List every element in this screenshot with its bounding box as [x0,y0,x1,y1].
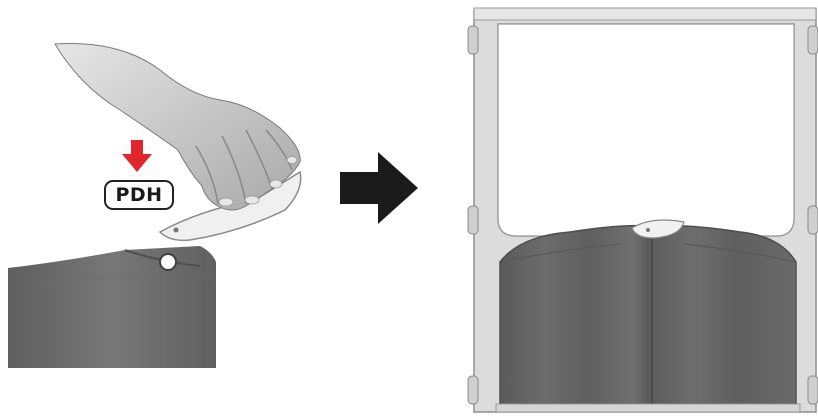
red-down-arrow-icon [122,140,152,172]
pdh-label: PDH [104,180,174,210]
gate-bottom-rail [496,404,800,412]
gate-panels [500,226,796,404]
left-gate-panel [8,246,216,368]
black-right-arrow-icon [340,152,418,224]
hand [55,44,300,210]
panel-hole [160,254,176,270]
